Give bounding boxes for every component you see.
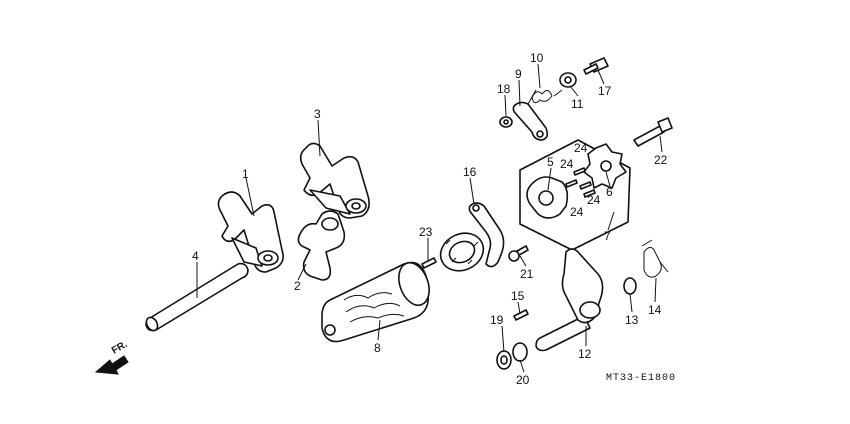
callout-1: 1 xyxy=(242,167,249,181)
stopper-plate-9 xyxy=(512,101,549,141)
drum-plate-6 xyxy=(583,143,627,189)
callout-4: 4 xyxy=(192,249,199,263)
drawing-code: MT33-E1800 xyxy=(606,373,676,384)
callout-13: 13 xyxy=(625,313,639,327)
callout-24-left: 24 xyxy=(560,157,574,171)
shift-fork-2 xyxy=(297,210,346,281)
bolt-22 xyxy=(633,117,673,147)
leader-lines xyxy=(196,63,663,373)
shift-fork-3 xyxy=(299,142,370,219)
bearing xyxy=(439,232,485,272)
bolt-15 xyxy=(513,309,529,321)
pins-24 xyxy=(565,167,596,198)
shift-fork-1 xyxy=(217,191,284,273)
callout-16: 16 xyxy=(463,165,477,179)
fork-shaft xyxy=(145,262,249,332)
callout-7: 7 xyxy=(604,229,611,243)
bolt-21 xyxy=(508,245,529,262)
callout-6: 6 xyxy=(606,185,613,199)
callout-24-top: 24 xyxy=(574,141,588,155)
clip-20 xyxy=(512,342,528,362)
callout-22: 22 xyxy=(654,153,668,167)
callouts: 1 2 3 4 5 6 7 8 9 10 11 12 13 14 15 16 1… xyxy=(192,51,668,387)
callout-23: 23 xyxy=(419,225,433,239)
stopper-arm-16 xyxy=(468,202,505,268)
callout-17: 17 xyxy=(598,84,612,98)
callout-19: 19 xyxy=(490,313,504,327)
spring-10 xyxy=(527,89,563,105)
callout-11: 11 xyxy=(571,97,584,111)
callout-20: 20 xyxy=(516,373,530,387)
pin-23 xyxy=(421,257,437,269)
callout-3: 3 xyxy=(314,107,321,121)
callout-12: 12 xyxy=(578,347,592,361)
callout-21: 21 xyxy=(520,267,534,281)
callout-9: 9 xyxy=(515,67,522,81)
callout-5: 5 xyxy=(547,155,554,169)
front-direction-arrow: FR. xyxy=(94,339,130,375)
callout-10: 10 xyxy=(530,51,544,65)
callout-15: 15 xyxy=(511,289,525,303)
callout-24-bottom: 24 xyxy=(570,205,584,219)
shift-drum xyxy=(321,261,430,343)
bolt-17 xyxy=(583,57,609,75)
oil-seal-19 xyxy=(496,350,512,370)
callout-24-right: 24 xyxy=(587,193,601,207)
collar-11 xyxy=(559,72,577,88)
washer-18 xyxy=(499,116,513,128)
drum-center-5 xyxy=(526,176,569,219)
clip-13 xyxy=(623,277,637,295)
gearshift-spindle-12 xyxy=(535,248,604,352)
callout-18: 18 xyxy=(497,82,511,96)
callout-2: 2 xyxy=(294,279,301,293)
return-spring-14 xyxy=(641,239,669,278)
callout-8: 8 xyxy=(374,341,381,355)
direction-label: FR. xyxy=(110,339,130,357)
callout-14: 14 xyxy=(648,303,662,317)
